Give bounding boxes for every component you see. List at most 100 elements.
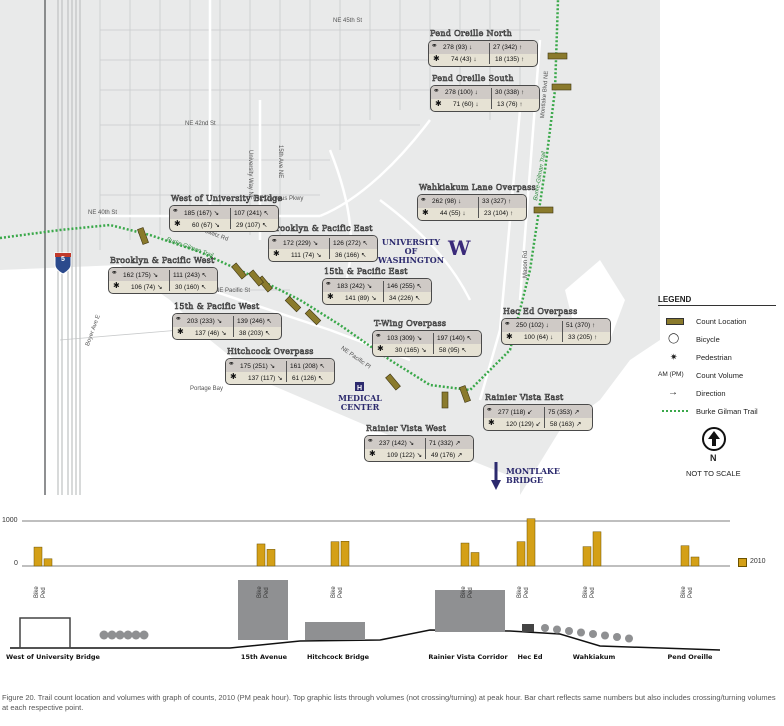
count-box: ⚭✱175 (251) ↘161 (208) ↖137 (117) ↘61 (1… (225, 358, 335, 385)
count-box-divider (230, 208, 231, 229)
bar-series-label: Bike (331, 586, 337, 598)
count-box-divider (544, 407, 545, 428)
location-name: Brooklyn & Pacific West (110, 256, 215, 266)
trail-line-icon (662, 410, 688, 412)
street-label: Mason Rd (523, 250, 529, 278)
count-box: ⚭✱237 (142) ↘71 (332) ↗109 (122) ↘49 (17… (364, 435, 474, 462)
location-name: 15th & Pacific West (174, 302, 260, 312)
count-box: ⚭✱103 (309) ↘197 (140) ↖30 (165) ↘58 (95… (372, 330, 482, 357)
count-box-bike-row (170, 206, 278, 219)
count-box: ⚭✱278 (93) ↓27 (342) ↑74 (43) ↓18 (135) … (428, 40, 538, 67)
count-box-bike-row (484, 405, 592, 418)
landmark-medical-center: MEDICAL CENTER (338, 393, 382, 412)
tree (107, 630, 117, 640)
count-box-divider (425, 438, 426, 459)
count-box-divider (433, 333, 434, 354)
tree (553, 625, 561, 634)
pedestrian-icon: ✱ (113, 281, 120, 290)
location-name: T-Wing Overpass (374, 319, 447, 329)
ped-count-westbound: 44 (55) ↓ (440, 210, 466, 217)
legend-divider (658, 305, 776, 306)
count-box-bike-row (109, 268, 217, 281)
ped-count-eastbound: 61 (126) ↖ (292, 375, 324, 382)
bicycle-icon: ⚭ (111, 268, 118, 277)
bar-bike (680, 545, 690, 567)
y-tick-label: 1000 (2, 517, 18, 524)
bicycle-icon: ⚭ (325, 279, 332, 288)
count-box: ⚭✱183 (242) ↘146 (255) ↖141 (89) ↘34 (22… (322, 278, 432, 305)
segment-label: Hec Ed (517, 653, 543, 661)
rainier-vista-buildings (435, 590, 505, 632)
bike-count-westbound: 185 (167) ↘ (184, 210, 220, 217)
bar-chart-svg (10, 518, 730, 651)
building-15th (238, 580, 288, 640)
tree (541, 624, 549, 632)
bike-count-eastbound: 75 (353) ↗ (548, 409, 580, 416)
segment-label: Wahkiakum (572, 653, 616, 661)
count-box-divider (233, 316, 234, 337)
bike-count-westbound: 278 (100) ↓ (445, 89, 478, 96)
ped-count-westbound: 106 (74) ↘ (131, 284, 163, 291)
ped-count-eastbound: 13 (76) ↑ (497, 101, 523, 108)
pedestrian-icon: ✱ (273, 249, 280, 258)
ped-count-westbound: 60 (67) ↘ (192, 222, 220, 229)
bike-count-westbound: 237 (142) ↘ (379, 440, 415, 447)
bar-series-label: Ped (688, 587, 694, 598)
bar-series-label: Ped (41, 587, 47, 598)
ped-count-eastbound: 38 (203) ↖ (239, 330, 271, 337)
street-label: NE Pacific St (215, 288, 251, 294)
tree (601, 631, 609, 640)
pedestrian-icon: ✱ (177, 327, 184, 336)
location-name: Brooklyn & Pacific East (270, 224, 373, 234)
segment-label: Rainier Vista Corridor (428, 653, 508, 661)
hec-ed-structure (522, 624, 534, 632)
ped-count-westbound: 71 (60) ↓ (453, 101, 479, 108)
legend: LEGEND Count Location ◯ Bicycle ✷ Pedest… (658, 293, 784, 498)
bike-count-eastbound: 111 (243) ↖ (173, 272, 208, 279)
hitchcock-bridge (305, 622, 365, 640)
ped-count-westbound: 137 (117) ↘ (248, 375, 283, 382)
bike-count-eastbound: 146 (255) ↖ (387, 283, 423, 290)
count-box-bike-row (173, 314, 281, 327)
location-name: Hec Ed Overpass (503, 307, 578, 317)
count-box-bike-row (502, 319, 610, 332)
count-box-bike-row (226, 359, 334, 372)
bar-ped (43, 558, 53, 567)
bar-bike (256, 543, 266, 567)
bike-count-eastbound: 30 (338) ↑ (495, 89, 525, 96)
bar-bike (582, 546, 592, 567)
y-tick-label: 0 (14, 560, 18, 567)
count-box-divider (383, 281, 384, 302)
count-box: ⚭✱262 (98) ↓33 (327) ↑44 (55) ↓23 (104) … (417, 194, 527, 221)
street-label: University Way NE (247, 150, 253, 200)
ped-count-westbound: 100 (64) ↓ (524, 334, 554, 341)
count-box: ⚭✱277 (118) ↙75 (353) ↗120 (129) ↙58 (16… (483, 404, 593, 431)
pedestrian-icon: ✱ (488, 418, 495, 427)
bike-count-westbound: 183 (242) ↘ (337, 283, 373, 290)
bar-series-label: Ped (524, 587, 530, 598)
bicycle-icon: ◯ (668, 333, 680, 344)
ped-count-westbound: 74 (43) ↓ (451, 56, 477, 63)
count-box-divider (491, 88, 492, 109)
svg-text:W: W (447, 236, 471, 260)
landmark-uw: UNIVERSITY OF WASHINGTON (377, 237, 445, 265)
interstate-shield: 5 (61, 256, 65, 263)
bicycle-icon: ⚭ (375, 331, 382, 340)
bike-count-westbound: 172 (229) ↘ (283, 240, 319, 247)
count-box: ⚭✱185 (167) ↘107 (241) ↖60 (67) ↘29 (107… (169, 205, 279, 232)
segment-label: West of University Bridge (6, 653, 100, 661)
legend-title: LEGEND (658, 295, 692, 304)
bar-ped (592, 531, 602, 567)
street-label: NE 42nd St (185, 121, 216, 127)
count-box-divider (169, 270, 170, 291)
north-arrow-icon (702, 427, 726, 451)
count-box: ⚭✱162 (175) ↘111 (243) ↖106 (74) ↘30 (16… (108, 267, 218, 294)
ped-count-westbound: 137 (46) ↘ (195, 330, 227, 337)
count-box-bike-row (373, 331, 481, 344)
north-label: N (710, 453, 717, 463)
street-label: 15th Ave NE (277, 145, 283, 179)
bar-ped (526, 518, 536, 567)
bar-bike (330, 541, 340, 567)
bar-series-label: Bike (461, 586, 467, 598)
bridge-west (19, 617, 71, 649)
